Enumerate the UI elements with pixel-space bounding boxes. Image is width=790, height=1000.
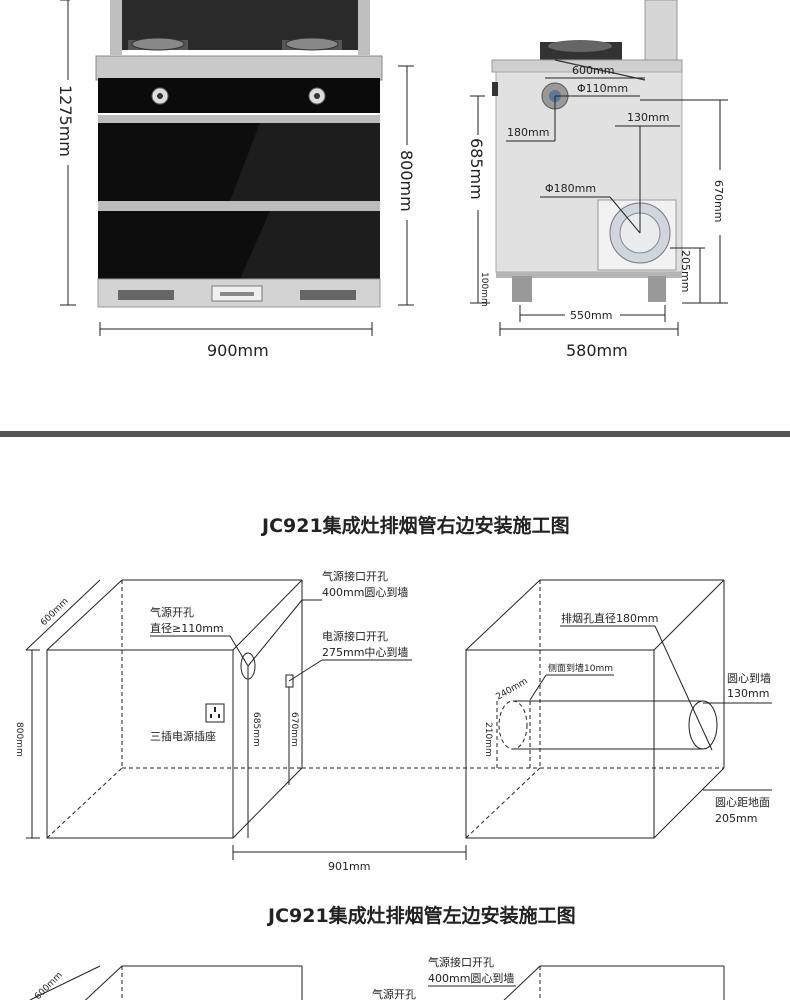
dim-height-total: 1275mm — [56, 0, 76, 306]
vent-right-icon — [300, 290, 356, 300]
right-exhaust-box — [465, 579, 725, 839]
right-d240-label: 240mm — [495, 677, 530, 703]
burner-right-icon — [282, 37, 342, 51]
right-gas-open-spec: 直径≥110mm — [150, 621, 224, 635]
right-power-title: 电源接口开孔 — [322, 629, 388, 643]
left-install-title: JC921集成灶排烟管左边安装施工图 — [266, 904, 576, 927]
dim-offset-180: 180mm — [507, 126, 549, 139]
right-gas-open-title: 气源开孔 — [150, 605, 194, 619]
leg-right-icon — [648, 276, 666, 302]
stove-front-view — [95, 0, 383, 308]
left-gas-hole-title: 气源接口开孔 — [428, 955, 494, 969]
left-gas-hole-spec: 400mm圆心到墙 — [428, 971, 514, 985]
dim-pipe-110: Φ110mm — [577, 82, 628, 95]
right-socket-label: 三插电源插座 — [150, 729, 216, 743]
right-h685-label: 685mm — [251, 712, 261, 747]
right-side-wall-label: 侧面到墙10mm — [548, 662, 613, 674]
right-center-wall-title: 圆心到墙 — [727, 671, 771, 685]
exhaust-duct-icon — [597, 199, 677, 271]
vent-left-icon — [118, 290, 174, 300]
left-gas-open-title: 气源开孔 — [372, 987, 416, 1000]
left-install-cabinet — [84, 965, 725, 1000]
right-d210-label: 210mm — [483, 722, 493, 757]
right-install-cabinet — [46, 579, 540, 839]
dim-width-front: 900mm — [99, 322, 373, 360]
right-center-floor-val: 205mm — [715, 812, 757, 825]
dim-depth-inner: 550mm — [570, 309, 612, 322]
stove-side-view — [491, 0, 683, 302]
right-gas-hole-spec: 400mm圆心到墙 — [322, 585, 408, 599]
leg-left-icon — [512, 276, 532, 302]
right-exhaust-label: 排烟孔直径180mm — [561, 611, 658, 625]
drawer-handle-icon — [211, 285, 263, 302]
dim-height-670: 670mm — [712, 180, 725, 222]
dim-side-600: 600mm — [572, 64, 614, 77]
right-power-spec: 275mm中心到墙 — [322, 645, 408, 659]
dim-pipe-180: Φ180mm — [545, 182, 596, 195]
section-divider — [0, 431, 790, 437]
dim-width-front-label: 900mm — [207, 341, 269, 360]
knob-right-icon — [308, 87, 326, 105]
right-install-title: JC921集成灶排烟管右边安装施工图 — [260, 514, 570, 537]
right-gas-hole-title: 气源接口开孔 — [322, 569, 388, 583]
dim-height-685: 685mm — [467, 138, 486, 200]
burner-left-icon — [128, 37, 188, 51]
dim-height-205: 205mm — [679, 250, 692, 292]
dim-depth-side: 580mm — [566, 341, 628, 360]
right-center-floor-title: 圆心距地面 — [715, 796, 770, 809]
right-width-label: 901mm — [328, 860, 370, 873]
right-h670-label: 670mm — [289, 712, 299, 747]
socket-icon — [205, 703, 225, 723]
dim-height-body: 800mm — [397, 65, 416, 306]
dim-height-100: 100mm — [479, 272, 489, 307]
dim-height-total-label: 1275mm — [56, 85, 75, 157]
right-height-label: 800mm — [14, 722, 24, 757]
dim-height-body-label: 800mm — [397, 150, 416, 212]
dim-offset-130: 130mm — [627, 111, 669, 124]
knob-left-icon — [151, 87, 169, 105]
right-center-wall-val: 130mm — [727, 687, 769, 700]
